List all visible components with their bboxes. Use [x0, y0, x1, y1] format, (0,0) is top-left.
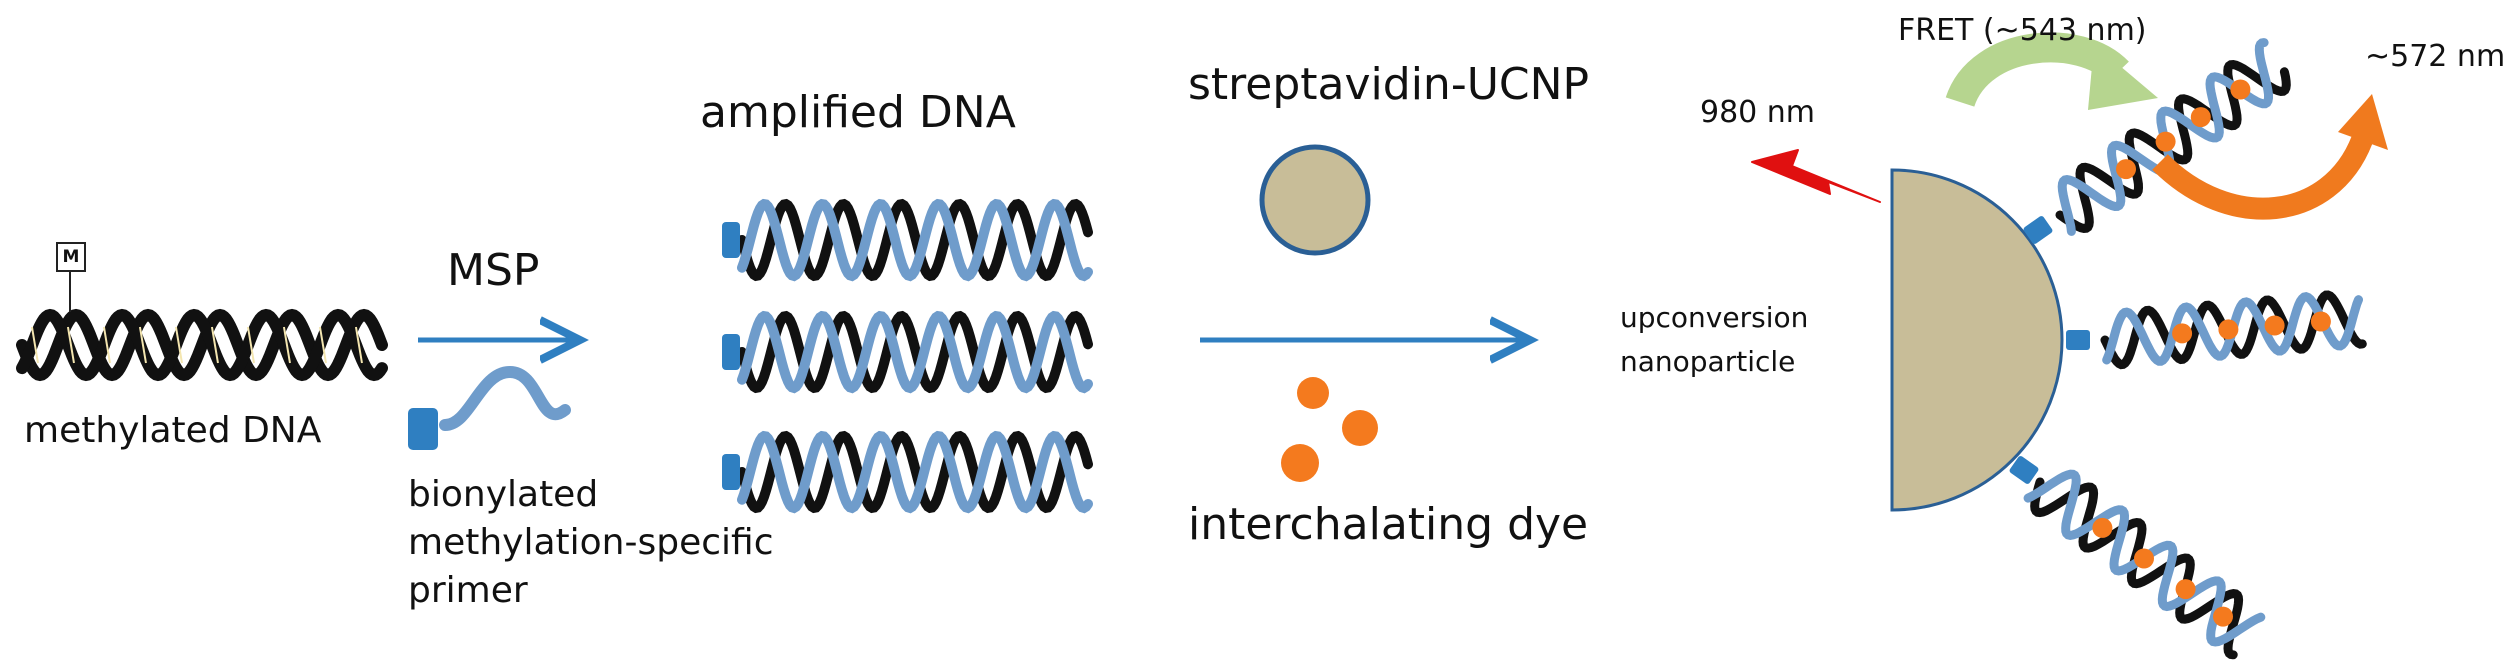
- intercalated-dye-icon: [2134, 548, 2154, 569]
- dna-base-pair: [30, 326, 39, 364]
- methylated-dna-label: methylated DNA: [24, 410, 322, 451]
- methylated-dna-helix: [16, 308, 388, 382]
- dna-base-pair: [246, 326, 255, 364]
- intercalated-dye-icon: [2092, 517, 2113, 538]
- methyl-marker-icon: M: [56, 242, 86, 272]
- dna-base-pair: [102, 326, 111, 364]
- biotin-tag-icon: [722, 334, 740, 370]
- intercalated-dye-icon: [2230, 79, 2251, 100]
- emission-wavelength-label: ~572 nm: [2365, 39, 2506, 74]
- amplified-dna-label: amplified DNA: [700, 87, 1016, 138]
- dna-base-pair: [138, 326, 147, 364]
- fret-arrow-head: [2088, 44, 2158, 110]
- fret-label: FRET (~543 nm): [1898, 13, 2147, 48]
- emission-arrow: [2152, 135, 2373, 220]
- intercalated-dye-icon: [2218, 319, 2239, 340]
- upconversion-nanoparticle: [1890, 168, 2064, 512]
- biotin-tag-icon: [2009, 456, 2039, 484]
- dna-strand-black: [737, 310, 1093, 394]
- dna-strand-black: [737, 198, 1093, 282]
- intercalated-dye-icon: [2116, 159, 2136, 180]
- bound-dna-helix-bottom: [2023, 469, 2266, 660]
- biotin-tag-icon: [722, 222, 740, 258]
- dna-strand-blue: [737, 198, 1093, 282]
- dye-molecule-icon: [1342, 410, 1378, 446]
- intercalated-dye-icon: [2155, 131, 2176, 152]
- dna-base-pair: [282, 326, 291, 364]
- biotin-tag-icon: [2066, 330, 2090, 350]
- primer-label-line2: methylation-specific: [408, 522, 774, 563]
- intercalated-dye-icon: [2175, 579, 2196, 600]
- amplified-dna-helix: [722, 430, 1093, 514]
- dna-strand-black: [16, 308, 388, 382]
- dna-base-pair: [66, 326, 75, 364]
- lightning-bolt-icon: [1751, 149, 1881, 203]
- intercalated-dye-icon: [2264, 315, 2285, 336]
- primer-label-line1: bionylated: [408, 474, 599, 515]
- dye-molecule-icon: [1281, 444, 1319, 482]
- excitation-wavelength-label: 980 nm: [1700, 95, 1816, 130]
- primer-strand: [439, 365, 571, 431]
- biotin-tag-icon: [722, 454, 740, 490]
- intercalated-dye-icon: [2310, 311, 2331, 332]
- dna-base-pair: [318, 326, 327, 364]
- intercalated-dye-icon: [2172, 323, 2193, 344]
- bound-dna-helix-middle: [2100, 290, 2367, 370]
- streptavidin-ucnp-particle: [1259, 144, 1371, 256]
- streptavidin-ucnp-label: streptavidin-UCNP: [1188, 59, 1590, 110]
- dna-strand-black: [737, 430, 1093, 514]
- methyl-marker-stem: [69, 272, 71, 312]
- intercalated-dye-icon: [2213, 606, 2233, 627]
- dna-strand-black: [2055, 59, 2291, 233]
- primer-label-line3: primer: [408, 570, 528, 611]
- ucnp-label-line1: upconversion: [1620, 301, 1809, 334]
- amplified-dna-helix: [722, 310, 1093, 394]
- emission-arrow-head: [2338, 94, 2388, 150]
- interchalating-dye-label: interchalating dye: [1188, 499, 1589, 550]
- biotin-tag-icon: [408, 408, 438, 450]
- ucnp-label-line2: nanoparticle: [1620, 345, 1796, 378]
- dna-base-pair: [174, 326, 183, 364]
- dna-strand-blue: [737, 310, 1093, 394]
- dye-molecule-icon: [1297, 377, 1329, 409]
- dna-strand-blue: [737, 430, 1093, 514]
- intercalated-dye-icon: [2190, 107, 2211, 128]
- msp-label: MSP: [447, 245, 540, 296]
- biotin-tag-icon: [2023, 216, 2053, 244]
- dna-base-pair: [354, 326, 363, 364]
- dna-base-pair: [210, 326, 219, 364]
- bound-dna-helix-top: [2055, 38, 2291, 236]
- amplified-dna-helix: [722, 198, 1093, 282]
